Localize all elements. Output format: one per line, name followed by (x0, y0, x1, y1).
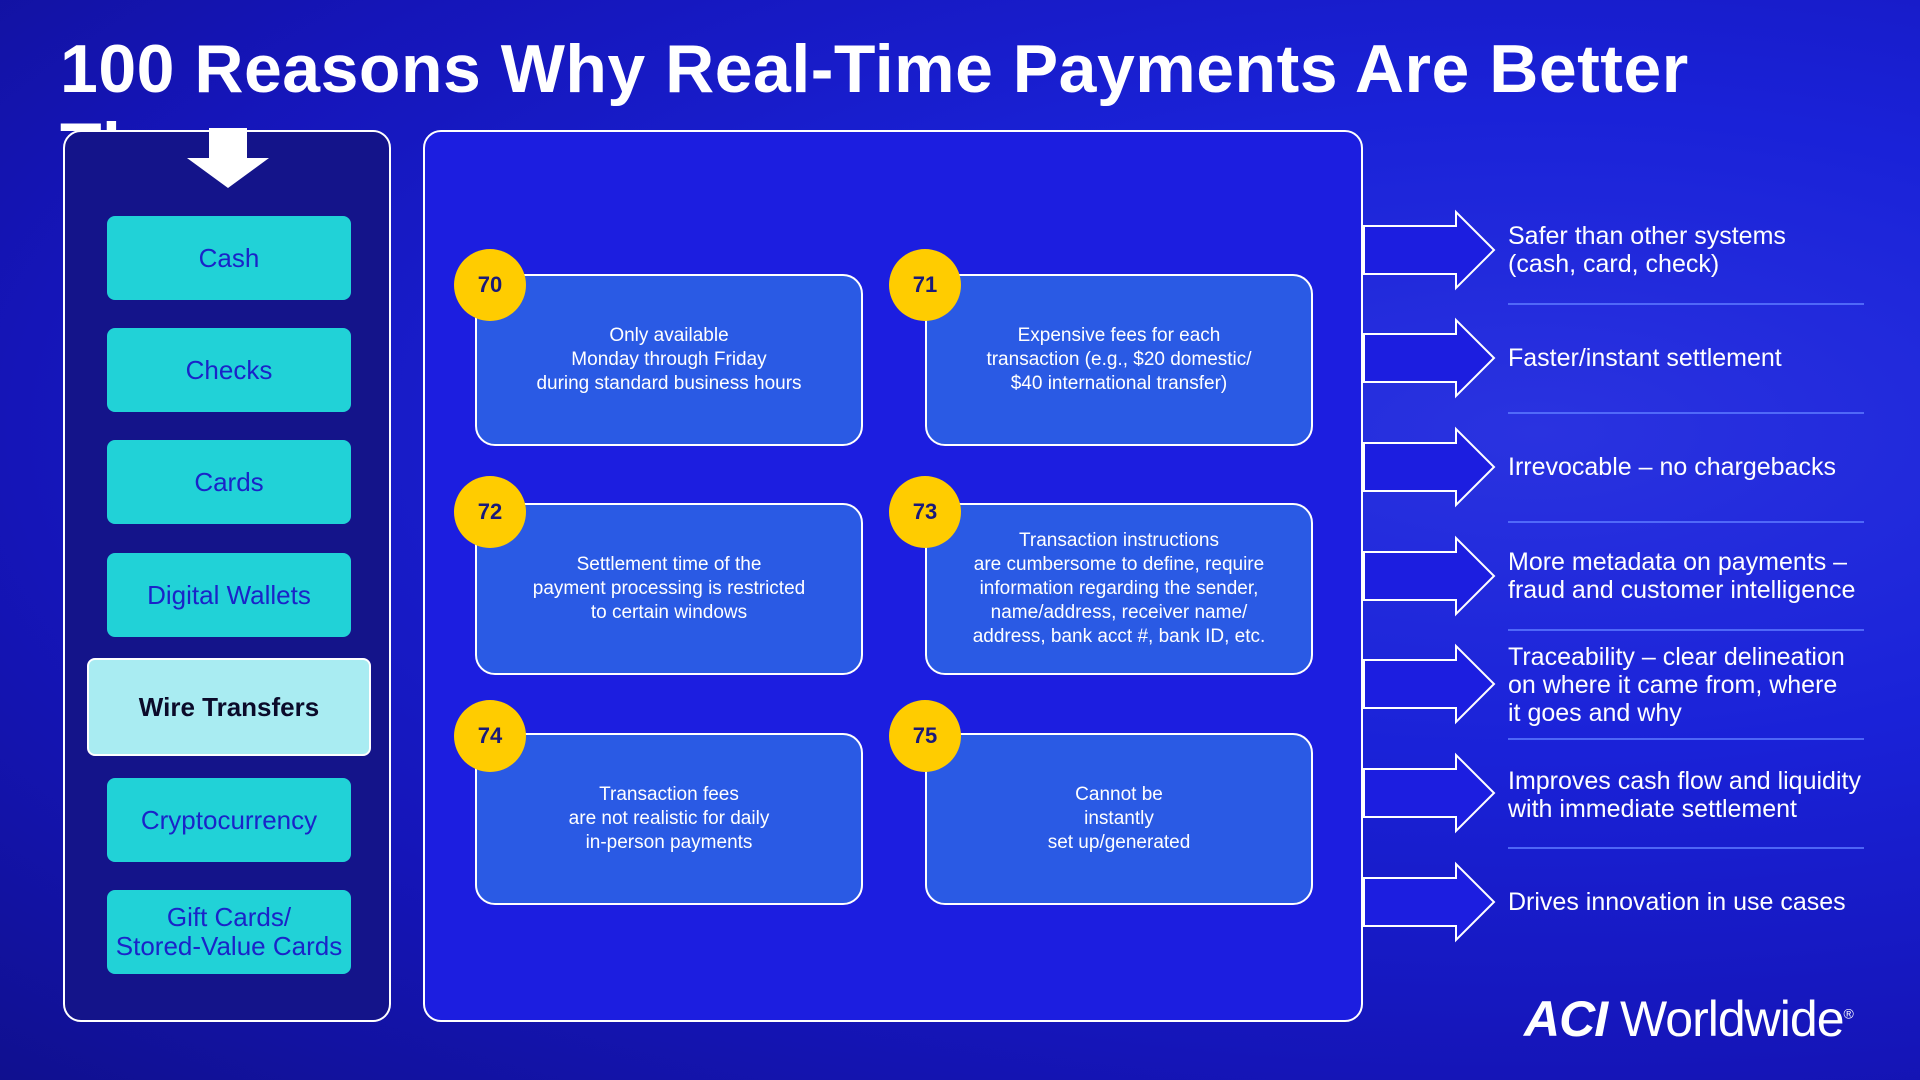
down-arrow-icon (187, 128, 269, 188)
right-arrow-icon (1363, 426, 1496, 508)
reason-number-badge: 75 (889, 700, 961, 772)
benefit-divider (1508, 412, 1864, 414)
payment-methods-panel: Cash Checks Cards Digital Wallets Wire T… (63, 128, 391, 1022)
right-arrow-icon (1363, 535, 1496, 617)
benefit-item: Improves cash flow and liquidity with im… (1508, 767, 1861, 823)
right-arrow-icon (1363, 317, 1496, 399)
reason-card-73: Transaction instructions are cumbersome … (925, 503, 1313, 675)
reason-number-badge: 71 (889, 249, 961, 321)
benefit-item: Irrevocable – no chargebacks (1508, 453, 1836, 481)
benefit-divider (1508, 303, 1864, 305)
right-arrow-icon (1363, 861, 1496, 943)
benefit-divider (1508, 521, 1864, 523)
method-cash[interactable]: Cash (107, 216, 351, 300)
benefit-item: Drives innovation in use cases (1508, 888, 1846, 916)
aci-worldwide-logo: ACI Worldwide® (1524, 991, 1854, 1047)
reason-card-75: Cannot be instantly set up/generated (925, 733, 1313, 905)
benefit-divider (1508, 629, 1864, 631)
method-wire-transfers[interactable]: Wire Transfers (87, 658, 371, 756)
reason-card-72: Settlement time of the payment processin… (475, 503, 863, 675)
benefit-item: Traceability – clear delineation on wher… (1508, 643, 1845, 727)
reasons-panel: Only available Monday through Friday dur… (423, 130, 1363, 1022)
method-checks[interactable]: Checks (107, 328, 351, 412)
reason-card-74: Transaction fees are not realistic for d… (475, 733, 863, 905)
method-digital-wallets[interactable]: Digital Wallets (107, 553, 351, 637)
right-arrow-icon (1363, 209, 1496, 291)
benefit-divider (1508, 738, 1864, 740)
benefit-divider (1508, 847, 1864, 849)
benefit-item: Safer than other systems (cash, card, ch… (1508, 222, 1786, 278)
reason-card-71: Expensive fees for each transaction (e.g… (925, 274, 1313, 446)
benefit-arrows (1363, 209, 1496, 943)
method-gift-cards[interactable]: Gift Cards/ Stored-Value Cards (107, 890, 351, 974)
reason-card-70: Only available Monday through Friday dur… (475, 274, 863, 446)
reason-number-badge: 73 (889, 476, 961, 548)
benefit-item: Faster/instant settlement (1508, 344, 1782, 372)
benefit-item: More metadata on payments – fraud and cu… (1508, 548, 1856, 604)
method-cards[interactable]: Cards (107, 440, 351, 524)
reason-number-badge: 70 (454, 249, 526, 321)
reason-number-badge: 74 (454, 700, 526, 772)
right-arrow-icon (1363, 643, 1496, 725)
reason-number-badge: 72 (454, 476, 526, 548)
method-cryptocurrency[interactable]: Cryptocurrency (107, 778, 351, 862)
right-arrow-icon (1363, 752, 1496, 834)
